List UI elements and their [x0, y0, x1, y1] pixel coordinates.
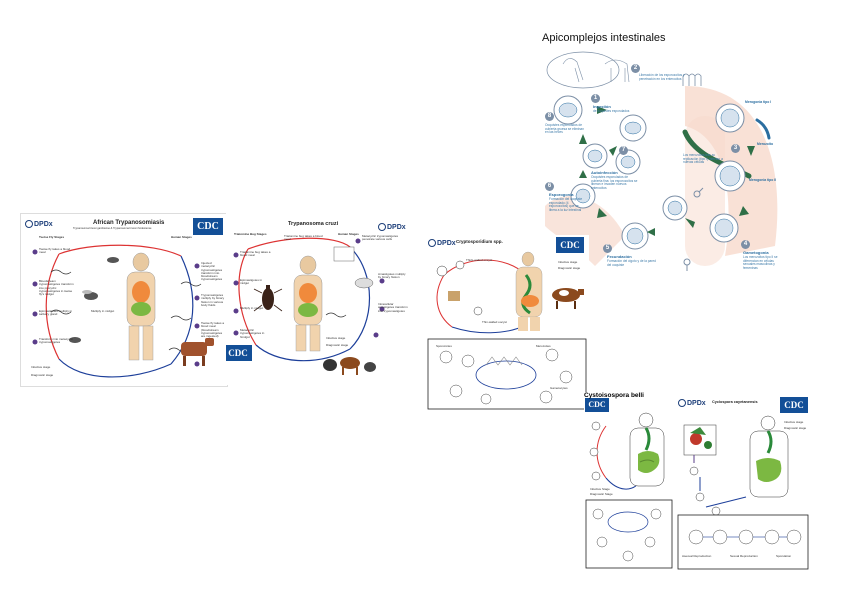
- legend-infective: Infective stage: [31, 365, 51, 369]
- step-2-text: Injected metacyclic trypomastigotes tran…: [201, 261, 223, 282]
- step-1-number: 1: [591, 94, 600, 103]
- cdc-logo: CDC: [780, 397, 808, 413]
- label-asexual: Asexual Reproduction: [682, 554, 712, 558]
- label-sporulation: Sporulation: [776, 554, 792, 558]
- step-8-text: Multiply in midgut: [91, 309, 115, 313]
- step-7-text: Transform into metacyclic trypomastigote…: [39, 337, 74, 345]
- dpdx-logo: DPDx: [378, 223, 406, 231]
- panel-title: Cyclospora cayetanensis: [712, 400, 758, 404]
- label-merozoites: Merozoites: [536, 344, 551, 348]
- panel-title: African Trypanosomiasis: [93, 220, 165, 226]
- label-thick-oocyst: Thick-walled oocyst: [466, 258, 493, 262]
- step-4-number: 4: [741, 240, 750, 249]
- step-5-text: Triatomine bug takes a blood meal: [240, 250, 271, 258]
- apicomplejos-title: Apicomplejos intestinales: [542, 32, 666, 44]
- legend-diagnostic: Diagnostic stage: [326, 343, 349, 347]
- step-6-title: Esporogonia: [549, 192, 574, 197]
- step-4-text: Intracellular amastigotes transform into…: [378, 302, 408, 313]
- step-6-text: Epimastigotes multiply in salivary gland: [39, 309, 73, 317]
- step-7-text: Multiply in midgut: [240, 306, 264, 310]
- dpdx-logo: DPDx: [428, 239, 456, 247]
- dpdx-logo: DPDx: [25, 220, 53, 228]
- step-6-text: Epimastigotes in midgut: [240, 278, 263, 286]
- step-2-text: Liberación de los esporozoitos y penetra…: [639, 73, 685, 81]
- step-7-number: 7: [619, 146, 628, 155]
- step-1-text: Tsetse fly takes a blood meal: [39, 247, 71, 255]
- cryptosporidium-cycle-diagram: [427, 251, 587, 410]
- step-8-text: Ooquistes esporulados de cubierta gruesa…: [545, 123, 584, 135]
- cdc-logo: CDC: [585, 398, 609, 412]
- cdc-logo: CDC: [556, 237, 584, 253]
- panel-subtitle: Trypanosoma brucei gambiense & Trypanoso…: [73, 227, 152, 230]
- step-6-text: Formación del ooquiste esporulado (4 esp…: [549, 197, 583, 213]
- step-8-text: Metacyclic trypomastigotes in hindgut: [240, 328, 265, 339]
- legend-infective: Infective stage: [784, 420, 804, 424]
- cystoisospora-panel: CDC Cystoisospora belli Infective Stage …: [584, 392, 674, 570]
- step-3-text: Los merozoitos tras su replicación (tipo…: [683, 153, 723, 165]
- legend-diagnostic: Diagnostic stage: [784, 426, 807, 430]
- cyclospora-panel: DPDx Cyclospora cayetanensis CDC Infecti…: [676, 395, 810, 570]
- merogonia2-label: Merogonia tipo II: [749, 178, 777, 182]
- legend-diagnostic: Diagnostic stage: [558, 266, 581, 270]
- step-2-number: 2: [631, 64, 640, 73]
- african-trypanosomiasis-panel: DPDx African Trypanosomiasis Trypanosoma…: [20, 213, 228, 387]
- cruzi-cycle-diagram: [233, 237, 385, 375]
- legend-diagnostic: Diagnostic Stage: [590, 492, 613, 496]
- label-gametocytes: Gametocytes: [550, 386, 568, 390]
- step-4-text: Tsetse fly takes a blood meal (bloodstre…: [201, 321, 225, 339]
- step-7-text: Ooquistes esporulados de cubierta fina: …: [591, 175, 638, 191]
- cdc-logo: CDC: [226, 345, 252, 361]
- label-thin-oocyst: Thin-walled oocyst: [482, 320, 507, 324]
- step-7-title: Autoinfección: [591, 170, 618, 175]
- step-3-text: Trypomastigotes multiply by binary fissi…: [201, 293, 225, 307]
- step-5-number: 5: [603, 244, 612, 253]
- human-stages-label: Human Stages: [171, 235, 192, 239]
- trypanosomiasis-cycle-diagram: [32, 244, 214, 378]
- cystoisospora-cycle-diagram: [585, 412, 673, 569]
- triatomine-stages-label: Triatomine Bug Stages: [234, 232, 267, 236]
- dpdx-logo: DPDx: [678, 399, 706, 407]
- legend-diagnostic: Diagnostic stage: [31, 373, 54, 377]
- step-1-text: de ooquistes esporulados: [593, 109, 630, 113]
- legend-infective: Infective stage: [558, 260, 578, 264]
- legend-infective: Infective stage: [326, 336, 346, 340]
- step-1-title: Ingestión: [593, 104, 611, 109]
- step-5-text: Formación del cigoto y de la pared del o…: [607, 259, 656, 267]
- cyclospora-cycle-diagram: [677, 415, 809, 570]
- step-3-number: 3: [731, 144, 740, 153]
- human-stages-label: Human Stages: [338, 232, 359, 236]
- merogonia-label: Merogonia tipo I: [745, 100, 772, 104]
- step-5-text: Bloodstream trypomastigotes transform in…: [39, 279, 74, 297]
- panel-title: Trypanosoma cruzi: [288, 221, 339, 227]
- tsetse-stages-label: Tsetse Fly Stages: [39, 235, 65, 239]
- step-4-title: Gametogonia: [743, 250, 769, 255]
- panel-title: Cystoisospora belli: [584, 392, 644, 399]
- step-4-text: Los merozoitos tipo II se diferencian en…: [743, 255, 778, 271]
- merozoito-label: Merozoito: [757, 142, 774, 146]
- cryptosporidium-panel: DPDx Cryptosporidium spp. CDC Infective …: [426, 235, 589, 410]
- legend-infective: Infective Stage: [590, 487, 610, 491]
- step-5-title: Fecundación: [607, 254, 632, 259]
- step-3-text: Amastigotes multiply by binary fission: [378, 272, 406, 280]
- panel-title: Cryptosporidium spp.: [456, 239, 503, 244]
- step-2-text: Metacyclic trypomastigotes penetrate var…: [362, 234, 399, 242]
- step-8-number: 8: [545, 112, 554, 121]
- label-sexual: Sexual Reproduction: [730, 554, 758, 558]
- step-6-number: 6: [545, 182, 554, 191]
- cdc-logo: CDC: [193, 218, 223, 235]
- label-sporozoites: Sporozoites: [436, 344, 452, 348]
- trypanosoma-cruzi-panel: Trypanosoma cruzi DPDx Triatomine Bug St…: [226, 213, 410, 385]
- step-1-text: Triatomine bug takes a blood meal: [284, 234, 323, 242]
